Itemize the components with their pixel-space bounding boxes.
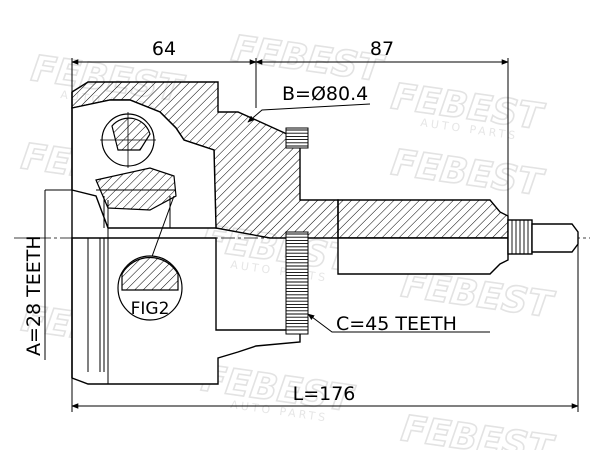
dim-87-label: 87 — [370, 38, 394, 60]
inner-race — [95, 167, 177, 211]
ball-assembly — [95, 112, 177, 228]
stub-shaft — [337, 199, 579, 275]
leader-bearing-diameter — [247, 103, 371, 123]
dim-64-label: 64 — [152, 38, 176, 60]
watermark-brand: FEBEST — [399, 408, 557, 450]
fig2-detail: FIG2 — [117, 195, 183, 321]
abs-ring-upper-teeth — [285, 127, 309, 149]
abs-ring-teeth-label: C=45 TEETH — [336, 313, 457, 335]
shaft-lower — [337, 237, 509, 275]
watermark-brand: FEBEST — [389, 142, 547, 204]
abs-ring-teeth — [286, 129, 308, 331]
fig2-label: FIG2 — [131, 299, 170, 319]
watermark-brand: FEBEST — [229, 28, 387, 90]
inner-spline-teeth-label: A=28 TEETH — [23, 235, 45, 356]
shaft-tip — [531, 223, 579, 253]
leader-abs-ring — [307, 313, 490, 333]
dimension-lines — [44, 59, 579, 409]
shaft-section-upper — [337, 199, 509, 239]
total-length-label: L=176 — [293, 383, 356, 405]
bearing-diameter-label: B=Ø80.4 — [282, 83, 368, 105]
